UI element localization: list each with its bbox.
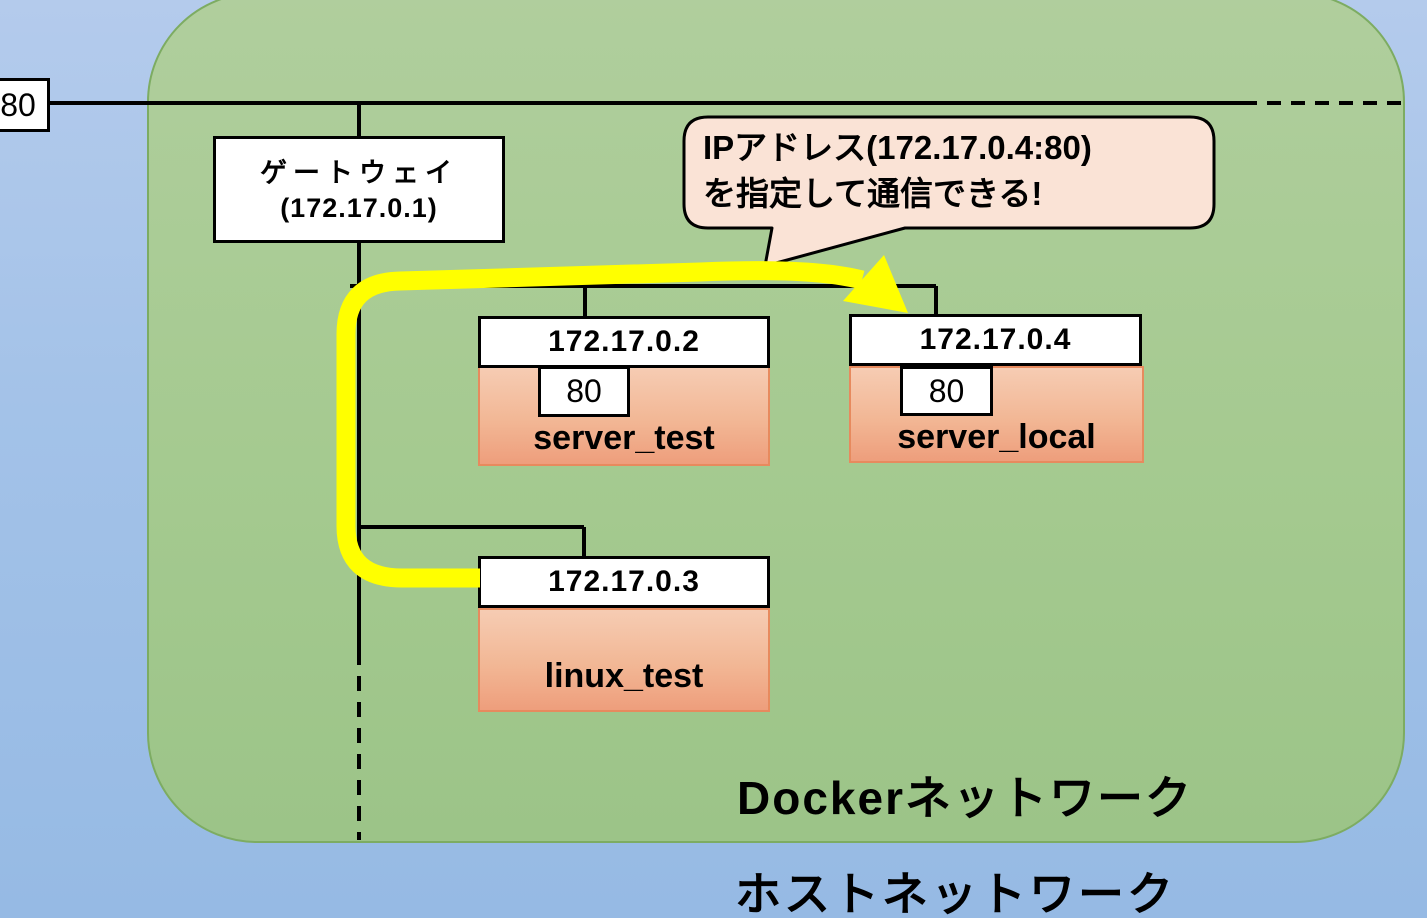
- gateway-box: ゲートウェイ (172.17.0.1): [213, 136, 505, 243]
- gateway-ip: (172.17.0.1): [280, 192, 438, 223]
- container-server-local: server_local: [849, 366, 1144, 463]
- server-local-port-box: 80: [900, 366, 993, 416]
- server-local-port: 80: [928, 372, 965, 409]
- callout-line1: IPアドレス(172.17.0.4:80): [703, 129, 1092, 166]
- server-test-port: 80: [566, 373, 602, 409]
- container-server-local-label: server_local: [897, 418, 1096, 456]
- server-test-ip-box: 172.17.0.2: [478, 316, 770, 368]
- host-network-label: ホストネットワーク: [735, 868, 1176, 918]
- callout-text: IPアドレス(172.17.0.4:80) を指定して通信できる!: [703, 125, 1092, 217]
- container-linux-test-label: linux_test: [544, 657, 704, 695]
- host-port-label: 80: [0, 86, 36, 123]
- linux-test-ip: 172.17.0.3: [548, 565, 700, 598]
- server-local-ip-box: 172.17.0.4: [849, 314, 1142, 366]
- server-local-ip: 172.17.0.4: [919, 323, 1072, 356]
- server-test-port-box: 80: [538, 366, 630, 417]
- container-server-test-label: server_test: [533, 419, 715, 457]
- linux-test-ip-box: 172.17.0.3: [478, 556, 770, 608]
- gateway-name: ゲートウェイ: [260, 157, 458, 188]
- callout-line2: を指定して通信できる!: [703, 175, 1043, 212]
- container-linux-test: linux_test: [478, 608, 770, 712]
- docker-network-label: Dockerネットワーク: [737, 772, 1193, 824]
- host-port-box: 80: [0, 78, 50, 132]
- server-test-ip: 172.17.0.2: [548, 325, 700, 358]
